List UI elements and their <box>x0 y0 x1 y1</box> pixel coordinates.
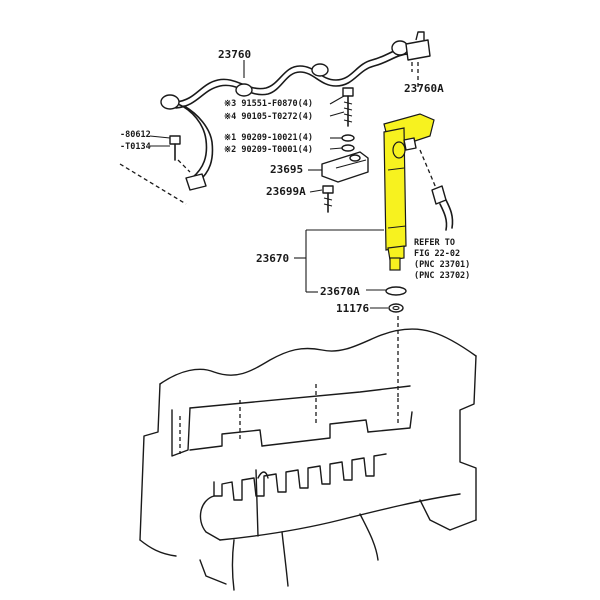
refer-line-3: (PNC 23701) <box>414 260 470 270</box>
label-screw-2: ※4 90105-T0272(4) <box>224 112 313 122</box>
washer <box>341 134 355 142</box>
label-left-part-bottom: -T0134 <box>120 142 151 152</box>
label-rail-bracket: 23760A <box>404 82 444 95</box>
clamp-bolt <box>322 185 334 213</box>
pipe-end-fitting-lower <box>185 173 207 191</box>
pipe-fitting <box>235 83 253 97</box>
screw-set <box>341 87 355 152</box>
label-washer-2: ※2 90209-T0001(4) <box>224 145 313 155</box>
label-washer-1: ※1 90209-10021(4) <box>224 133 313 143</box>
injector-highlighted <box>383 113 435 271</box>
leak-off-connector <box>419 149 454 231</box>
pipe-bracket <box>405 31 431 88</box>
injector-clamp <box>321 151 369 183</box>
pipe-end-fitting-right <box>391 40 409 56</box>
injector-tip <box>389 257 401 271</box>
refer-line-1: REFER TO <box>414 238 455 248</box>
fuel-pipe <box>160 40 411 191</box>
bolt-left <box>119 135 191 205</box>
pipe-fitting <box>311 63 329 77</box>
injector-gasket <box>388 303 404 313</box>
label-clamp-bolt: 23699A <box>266 185 306 198</box>
refer-line-4: (PNC 23702) <box>414 271 470 281</box>
label-screw-1: ※3 91551-F0870(4) <box>224 99 313 109</box>
label-rail-tube: 23760 <box>218 48 251 61</box>
refer-note: REFER TO FIG 22-02 (PNC 23701) (PNC 2370… <box>414 238 470 281</box>
label-gasket: 11176 <box>336 302 369 315</box>
washer <box>341 144 355 152</box>
label-injector: 23670 <box>256 252 289 265</box>
label-injector-ring: 23670A <box>320 285 360 298</box>
pipe-end-fitting-left <box>160 94 180 110</box>
injector-body <box>383 127 407 251</box>
engine-cylinder-head <box>139 328 477 591</box>
injector-o-ring <box>385 286 407 296</box>
label-left-part-top: -80612 <box>120 130 151 140</box>
label-clamp: 23695 <box>270 163 303 176</box>
refer-line-2: FIG 22-02 <box>414 249 460 259</box>
